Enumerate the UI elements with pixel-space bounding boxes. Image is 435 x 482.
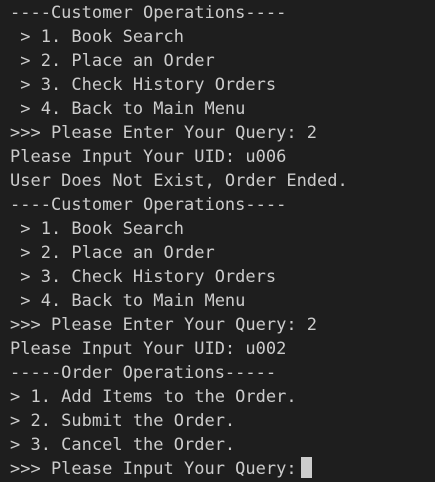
menu-header-customer-operations: ----Customer Operations---- [10,3,287,23]
menu-item-cancel-order: > 3. Cancel the Order. [10,435,236,455]
input-prompt-line[interactable]: >>> Please Input Your Query: [0,457,435,481]
query-entry-line: >>> Please Enter Your Query: 2 [10,123,318,143]
text-cursor[interactable] [300,457,312,478]
menu-item-submit-order: > 2. Submit the Order. [10,411,236,431]
error-message-line: User Does Not Exist, Order Ended. [10,171,348,191]
query-entry-line: >>> Please Enter Your Query: 2 [10,315,318,335]
menu-header-order-operations: -----Order Operations----- [10,363,277,383]
menu-item-book-search: > 1. Book Search [10,219,184,239]
menu-item-place-order: > 2. Place an Order [10,243,215,263]
menu-item-check-history-orders: > 3. Check History Orders [10,75,277,95]
uid-entry-line: Please Input Your UID: u006 [10,147,287,167]
uid-entry-line: Please Input Your UID: u002 [10,339,287,359]
menu-item-book-search: > 1. Book Search [10,27,184,47]
menu-item-place-order: > 2. Place an Order [10,51,215,71]
input-prompt-text: >>> Please Input Your Query: [10,459,297,479]
menu-item-add-items: > 1. Add Items to the Order. [10,387,297,407]
menu-item-check-history-orders: > 3. Check History Orders [10,267,277,287]
menu-item-back-to-main-menu: > 4. Back to Main Menu [10,99,246,119]
menu-header-customer-operations: ----Customer Operations---- [10,195,287,215]
menu-item-back-to-main-menu: > 4. Back to Main Menu [10,291,246,311]
